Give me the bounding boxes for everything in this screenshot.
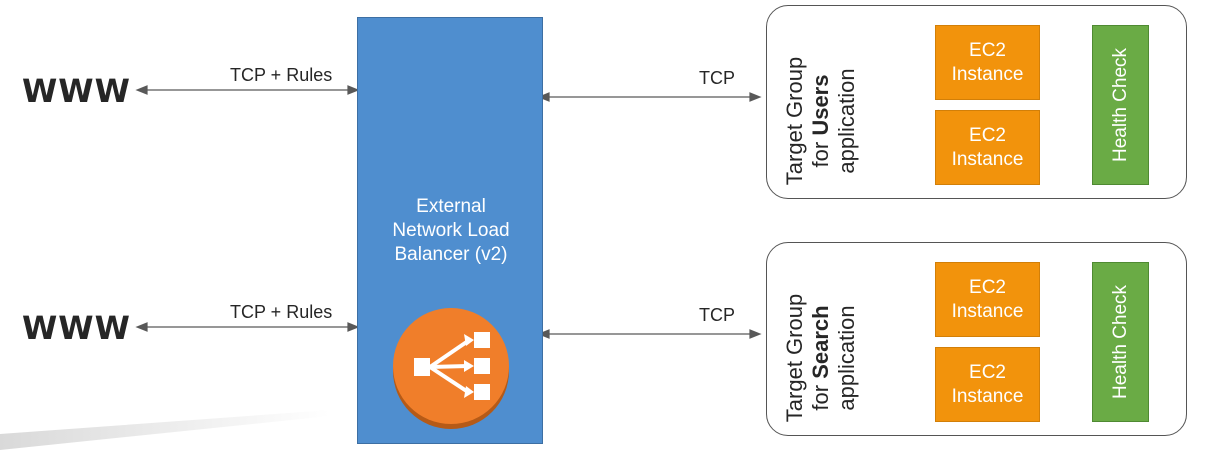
health-check-users: Health Check <box>1092 25 1149 185</box>
target-group-users-title-line-3: application <box>834 68 859 174</box>
link-label-bottom: TCP + Rules <box>230 302 333 322</box>
tcp-label-top: TCP <box>699 68 735 88</box>
target-group-users-title-line-1: Target Group <box>782 56 807 186</box>
tcp-label-bottom: TCP <box>699 305 735 325</box>
load-balancer-line-1: External <box>416 196 486 217</box>
target-group-users-title: Target Group for Users application <box>782 31 862 211</box>
target-group-users: Target Group for Users application EC2 I… <box>766 5 1187 199</box>
load-balancer-label: External Network Load Balancer (v2) <box>358 195 544 267</box>
load-balancer-line-3: Balancer (v2) <box>394 244 508 265</box>
target-group-search: Target Group for Search application EC2 … <box>766 242 1187 436</box>
arrow-www-to-lb-bottom <box>135 322 360 332</box>
www-client-top: WWW <box>22 72 131 110</box>
load-balancer-line-2: Network Load <box>392 220 510 241</box>
target-group-search-name: Search <box>808 305 833 379</box>
www-client-bottom: WWW <box>22 309 131 347</box>
ec2-instance: EC2 Instance <box>935 347 1040 422</box>
ec2-instance: EC2 Instance <box>935 25 1040 100</box>
ec2-instance: EC2 Instance <box>935 110 1040 185</box>
arrow-lb-to-tg-top <box>537 92 762 102</box>
target-group-search-title-line-3: application <box>834 305 859 411</box>
target-group-users-title-line-2: for Users <box>808 74 833 168</box>
network-load-balancer: External Network Load Balancer (v2) <box>357 17 543 444</box>
link-label-top: TCP + Rules <box>230 65 333 85</box>
arrow-www-to-lb-top <box>135 85 360 95</box>
target-group-search-title-line-2: for Search <box>808 305 833 411</box>
target-group-users-name: Users <box>808 74 833 136</box>
ec2-instance: EC2 Instance <box>935 262 1040 337</box>
target-group-search-title-line-1: Target Group <box>782 293 807 423</box>
arrow-lb-to-tg-bottom <box>537 329 762 339</box>
network-load-balancer-icon <box>393 308 509 429</box>
health-check-search: Health Check <box>1092 262 1149 422</box>
target-group-search-title: Target Group for Search application <box>782 268 862 448</box>
